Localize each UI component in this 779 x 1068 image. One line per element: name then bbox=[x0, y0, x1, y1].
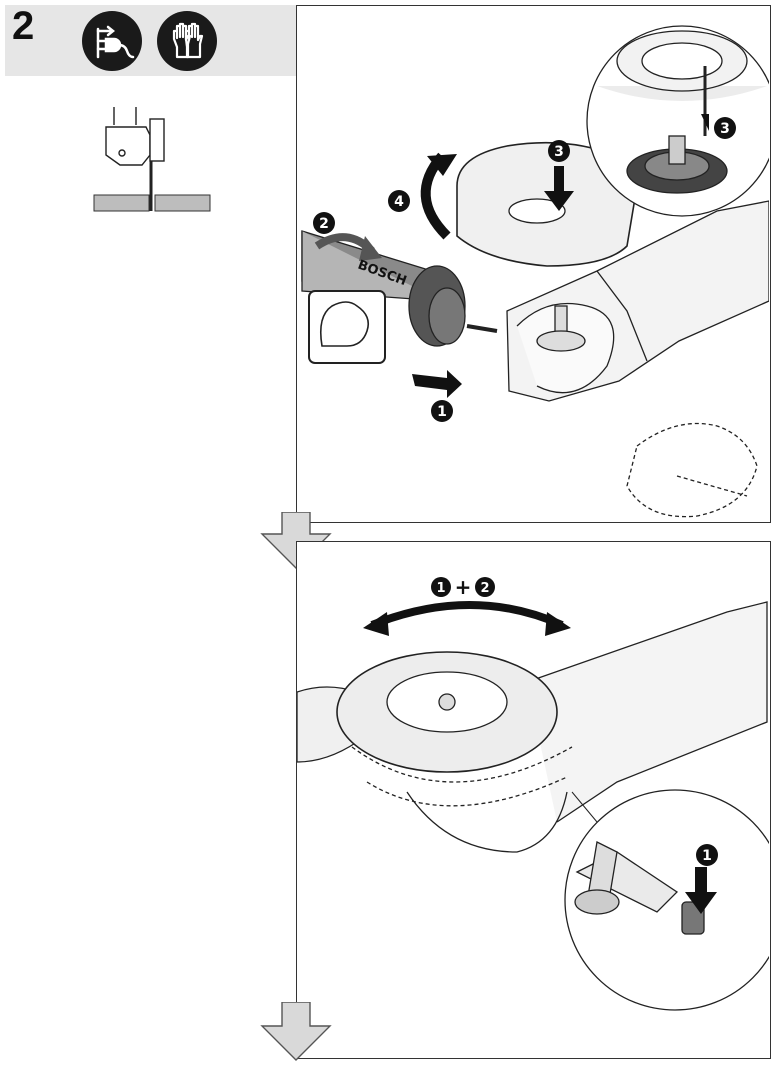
svg-text:1: 1 bbox=[702, 848, 712, 864]
label-combo: 1 + 2 bbox=[431, 575, 495, 599]
assembly-panel-2: 1 + 2 1 bbox=[296, 541, 779, 1059]
svg-text:1: 1 bbox=[437, 404, 447, 420]
gloves-icon bbox=[157, 11, 217, 71]
unplug-icon bbox=[82, 11, 142, 71]
callout-2: 2 bbox=[313, 212, 335, 234]
svg-text:1: 1 bbox=[436, 581, 445, 596]
svg-text:3: 3 bbox=[720, 121, 730, 137]
callout-3-inset: 3 bbox=[714, 117, 736, 139]
svg-text:4: 4 bbox=[394, 194, 404, 210]
callout-4: 4 bbox=[388, 190, 410, 212]
assembly-panel-1: 1 2 3 3 4 BOSCH bbox=[296, 5, 778, 523]
callout-1: 1 bbox=[431, 400, 453, 422]
callout-1-panel2: 1 bbox=[696, 844, 718, 866]
callout-3: 3 bbox=[548, 140, 570, 162]
flow-arrow-down-2 bbox=[260, 1001, 332, 1062]
svg-text:2: 2 bbox=[480, 581, 489, 596]
svg-text:+: + bbox=[455, 575, 472, 599]
svg-text:2: 2 bbox=[319, 216, 329, 232]
step-header-band bbox=[5, 5, 296, 76]
step-number: 2 bbox=[12, 4, 35, 48]
cutting-diagram bbox=[92, 105, 214, 217]
svg-text:3: 3 bbox=[554, 144, 564, 160]
